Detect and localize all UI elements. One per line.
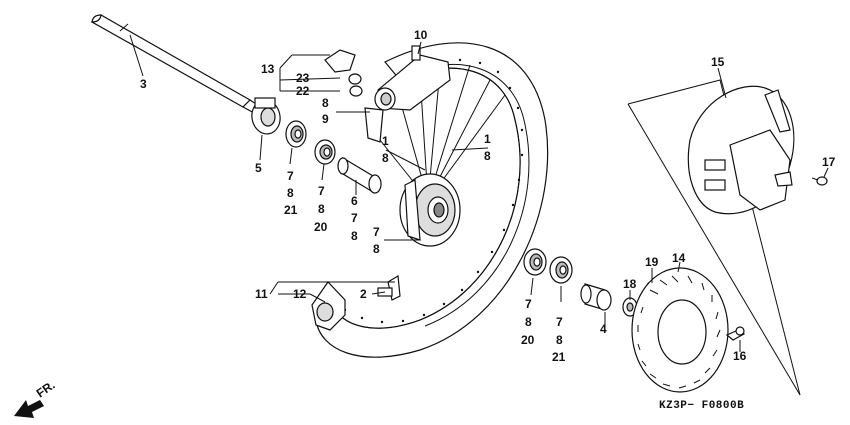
label-7e: 7 [525, 297, 532, 311]
bearing-right-outer [549, 256, 573, 284]
speedometer-gear-retainer [324, 49, 363, 97]
label-21b: 21 [552, 350, 566, 364]
label-1b: 1 [484, 132, 491, 146]
bearing-left-outer [285, 120, 307, 148]
cover-bolt-17 [811, 176, 828, 186]
label-6: 6 [351, 194, 358, 208]
label-16: 16 [733, 349, 747, 363]
label-11: 11 [255, 287, 268, 301]
label-21a: 21 [284, 203, 298, 217]
speedometer-gearbox [364, 45, 451, 143]
bearing-left-inner [314, 139, 336, 165]
label-4: 4 [600, 322, 607, 336]
label-8a: 8 [382, 151, 389, 165]
label-22: 22 [296, 84, 310, 98]
label-8g: 8 [322, 96, 329, 110]
label-9: 9 [322, 112, 329, 126]
label-5: 5 [255, 161, 262, 175]
label-7b: 7 [318, 184, 325, 198]
label-20a: 20 [314, 220, 328, 234]
diagram-code: KZ3P− F0800B [659, 400, 744, 412]
label-8i: 8 [556, 333, 563, 347]
direction-label: FR. [34, 378, 58, 401]
label-14: 14 [672, 251, 686, 265]
label-8b: 8 [484, 149, 491, 163]
label-8c: 8 [373, 242, 380, 256]
label-19: 19 [645, 255, 659, 269]
brake-disc [631, 267, 729, 393]
label-15: 15 [711, 55, 725, 69]
label-17: 17 [822, 155, 836, 169]
label-12: 12 [293, 287, 307, 301]
label-18: 18 [623, 277, 637, 291]
label-13: 13 [261, 62, 275, 76]
label-7f: 7 [556, 315, 563, 329]
front-axle [90, 14, 263, 115]
label-7a: 7 [287, 169, 294, 183]
label-7c: 7 [373, 225, 380, 239]
label-3: 3 [140, 77, 147, 91]
label-2: 2 [360, 287, 367, 301]
side-collar [251, 97, 281, 135]
label-10: 10 [414, 28, 428, 42]
bearing-right-inner [523, 248, 547, 276]
label-8h: 8 [525, 315, 532, 329]
distance-collar [337, 156, 382, 194]
tube-valve-and-rim-band [311, 274, 401, 331]
label-8f: 8 [351, 229, 358, 243]
label-20b: 20 [521, 333, 535, 347]
leader-lines [129, 34, 829, 352]
label-8e: 8 [318, 202, 325, 216]
callout-labels: 3 5 7 8 21 7 8 20 6 7 8 13 23 22 8 9 10 … [140, 28, 836, 364]
wheel-hub [399, 173, 461, 247]
disc-cover [627, 79, 801, 396]
label-23: 23 [296, 71, 310, 85]
side-collar-right [580, 283, 612, 311]
label-7d: 7 [351, 211, 358, 225]
disc-bolt-16 [725, 326, 746, 341]
label-1a: 1 [382, 134, 389, 148]
label-8d: 8 [287, 186, 294, 200]
front-direction-arrow-icon: FR. [14, 378, 58, 418]
